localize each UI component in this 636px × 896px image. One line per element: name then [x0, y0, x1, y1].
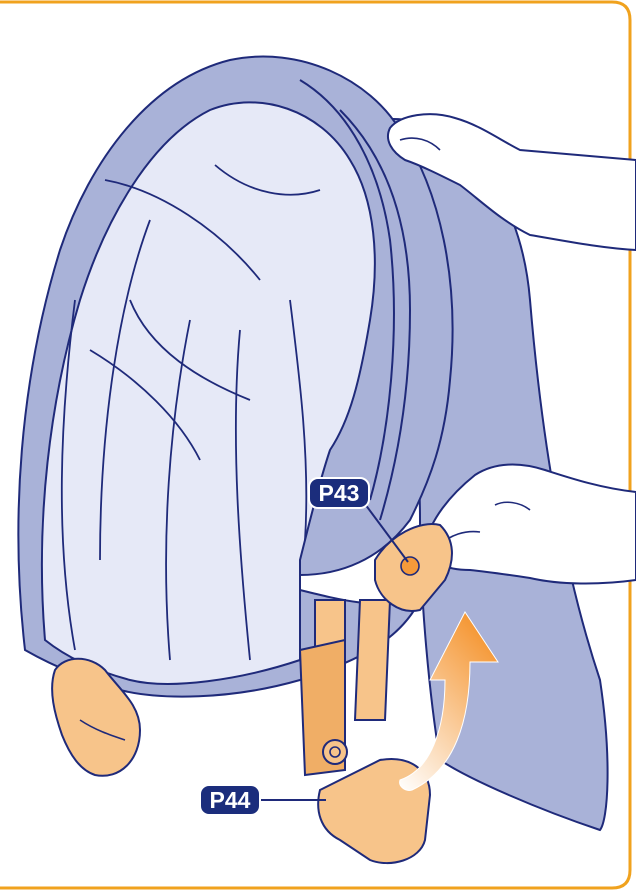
callout-p43-label: P43 [319, 480, 360, 506]
frame-hinge-assembly [300, 600, 430, 863]
callout-p44: P44 [200, 785, 326, 815]
callout-p44-label: P44 [210, 787, 251, 813]
